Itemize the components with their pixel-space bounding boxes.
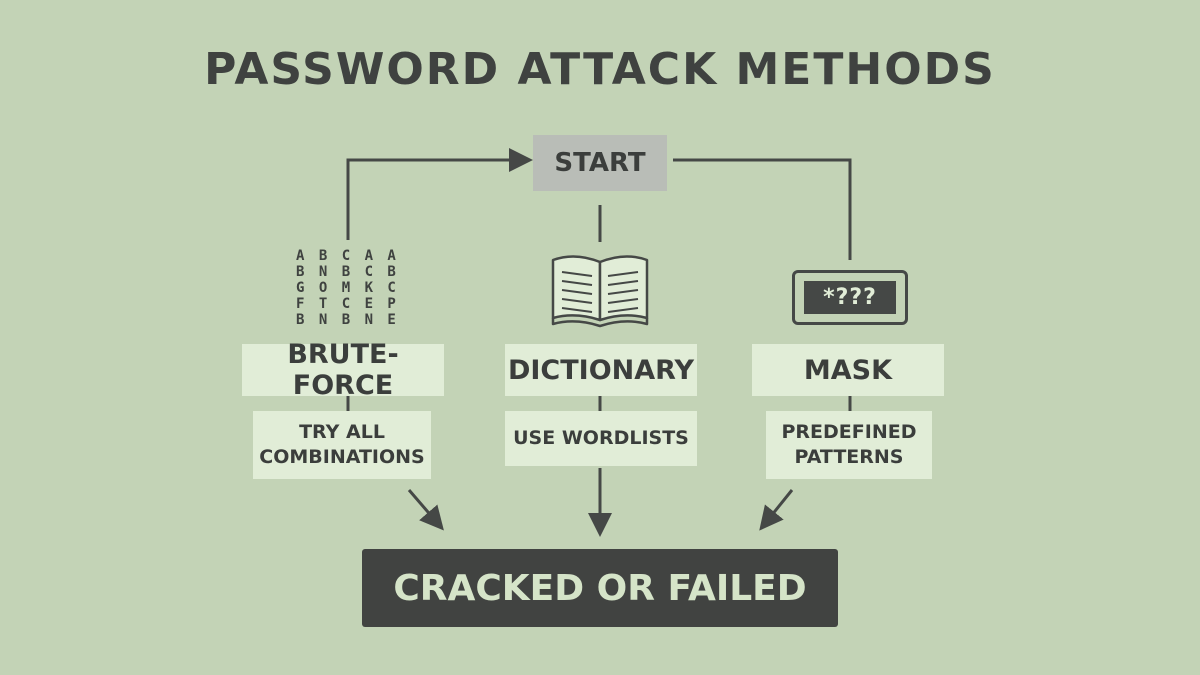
open-book-icon [551,255,649,328]
masked-password-icon: *??? [792,270,908,325]
description-line: USE WORDLISTS [513,427,689,449]
brute-force-to-result-arrow [407,489,444,531]
mask-description: PREDEFINED PATTERNS [766,411,932,479]
mask-node: MASK [752,344,944,396]
letter-grid-row: A B C A A [296,248,399,264]
letter-grid-row: B N B C B [296,264,399,280]
result-node: CRACKED OR FAILED [362,549,838,627]
description-line: PATTERNS [794,446,904,468]
dictionary-node: DICTIONARY [505,344,697,396]
letter-grid-row: B N B N E [296,312,399,328]
brute-force-to-start-arrow [346,148,533,240]
page-title: PASSWORD ATTACK METHODS [204,44,996,95]
dictionary-description: USE WORDLISTS [505,411,697,466]
brute-force-node: BRUTE-FORCE [242,339,444,401]
mask-text: *??? [804,281,896,314]
brute-force-description: TRY ALL COMBINATIONS [253,411,431,479]
mask-to-result-arrow [759,489,794,531]
description-line: COMBINATIONS [259,446,425,468]
description-line: PREDEFINED [781,421,917,443]
letter-grid-icon: A B C A A B N B C B G O M K C F T C E P … [296,248,399,328]
letter-grid-row: F T C E P [296,296,399,312]
description-line: TRY ALL [299,421,385,443]
start-node: START [533,135,667,191]
letter-grid-row: G O M K C [296,280,399,296]
start-to-mask-line [673,158,852,260]
